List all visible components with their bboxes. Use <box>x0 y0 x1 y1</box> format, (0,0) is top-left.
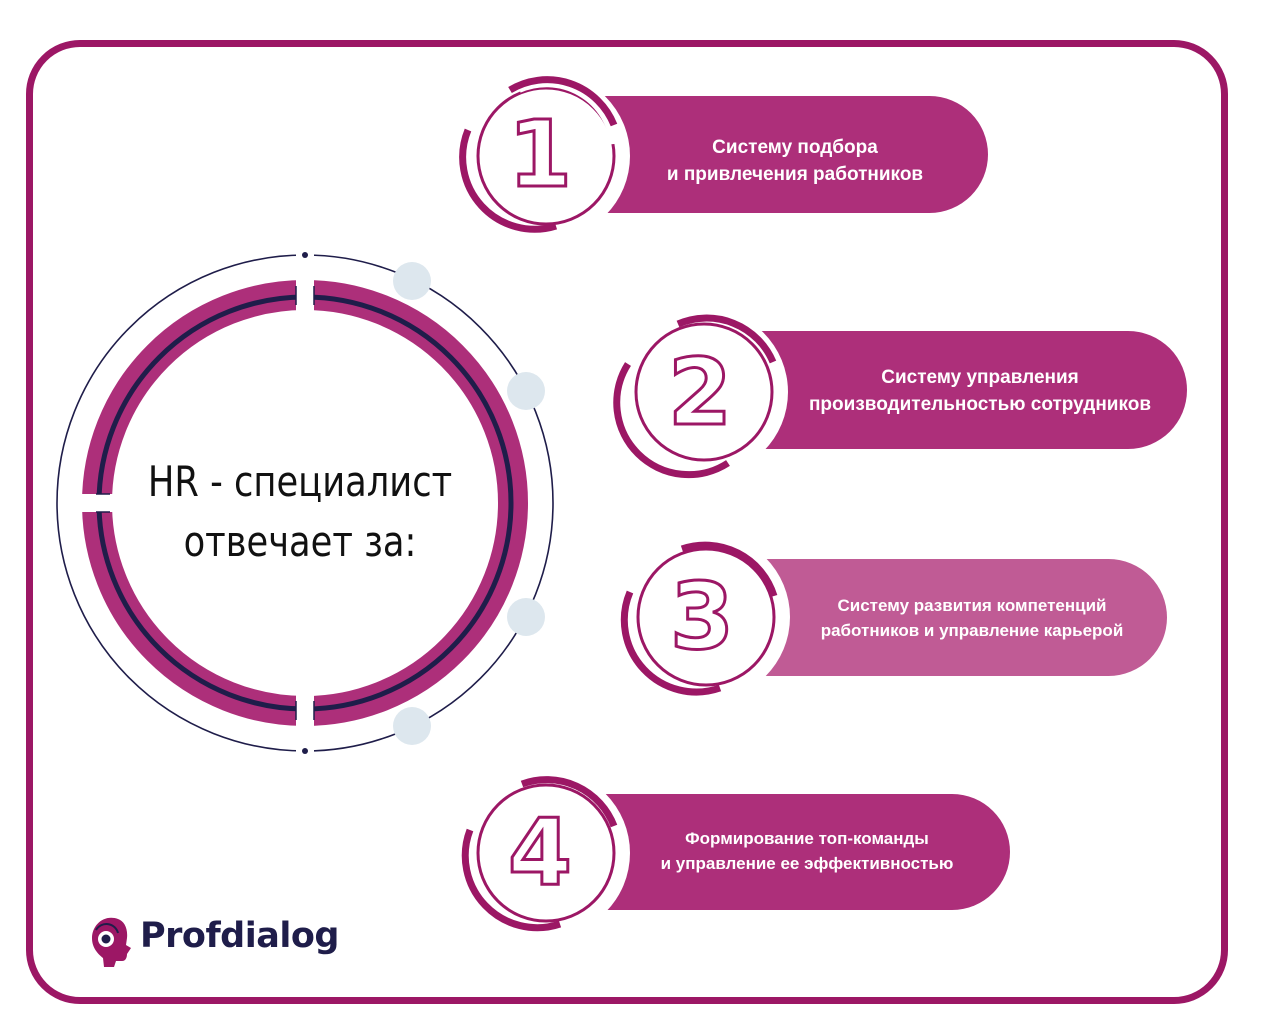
logo-wordmark: Profdialog <box>140 916 339 956</box>
step-1-line-2: и привлечения работников <box>666 164 924 185</box>
step-3 <box>620 533 1167 701</box>
step-1-pill <box>540 96 988 213</box>
step-4-line-1: Формирование топ-команды <box>685 829 929 848</box>
step-2-pill <box>700 331 1187 449</box>
central-circle <box>56 230 554 780</box>
step-2-line-2: производительностью сотрудников <box>808 394 1152 415</box>
step-4-pill <box>542 794 1010 910</box>
step-3-line-1: Систему развития компетенций <box>837 596 1107 615</box>
center-title-line-2: отвечает за: <box>183 517 417 566</box>
step-2-text: Систему управления производительностью с… <box>780 364 1180 418</box>
number-4: 4 <box>508 799 572 906</box>
step-4-text: Формирование топ-команды и управление ее… <box>612 826 1002 876</box>
center-title: HR - специалист отвечает за: <box>132 452 468 572</box>
step-3-text: Систему развития компетенций работников … <box>782 593 1162 643</box>
step-2-line-1: Систему управления <box>881 367 1079 388</box>
number-2: 2 <box>668 339 732 446</box>
step-3-line-2: работников и управление карьерой <box>820 621 1124 640</box>
step-4-line-2: и управление ее эффективностью <box>660 854 954 873</box>
step-4 <box>461 769 1010 937</box>
frame-border <box>26 40 1228 1004</box>
number-3: 3 <box>670 563 734 670</box>
head-profile-icon <box>92 917 131 967</box>
center-title-line-1: HR - специалист <box>147 457 453 506</box>
step-3-pill <box>702 559 1167 676</box>
step-1-line-1: Систему подбора <box>712 137 878 158</box>
number-1: 1 <box>508 101 572 208</box>
step-1-text: Систему подбора и привлечения работников <box>612 134 978 188</box>
step-1 <box>459 72 988 240</box>
step-2 <box>613 308 1187 479</box>
